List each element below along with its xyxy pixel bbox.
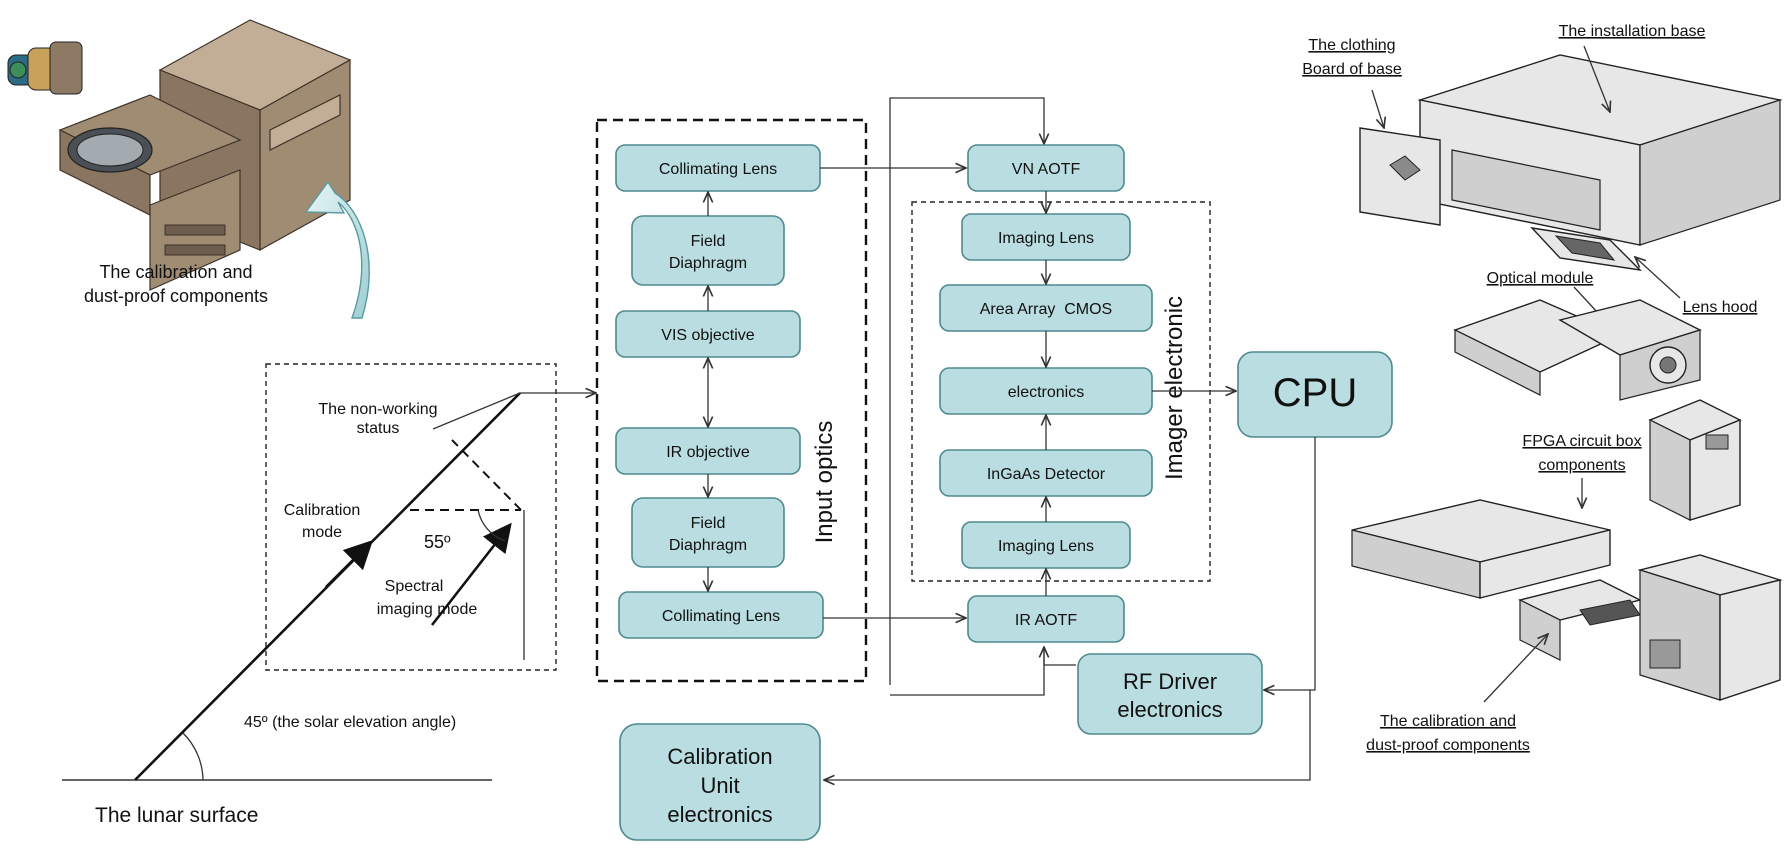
calibration-caption-line2: dust-proof components xyxy=(84,286,268,306)
field-diaphragm-top-line1: Field xyxy=(691,233,726,250)
imager-arrows xyxy=(1046,191,1236,596)
field-diaphragm-top-line2: Diaphragm xyxy=(669,255,747,272)
rf-driver-line1: RF Driver xyxy=(1123,669,1217,694)
fpga-box-render xyxy=(1351,499,1783,701)
calib-dustproof-pointer xyxy=(1483,634,1548,703)
rf-driver-box xyxy=(1077,653,1263,735)
field-diaphragm-bottom-line1: Field xyxy=(691,515,726,532)
input-optics-frame xyxy=(595,118,868,683)
cpu-label: CPU xyxy=(1273,371,1357,415)
electronics-label: electronics xyxy=(1008,384,1084,401)
nonworking-label-line1: The non-working xyxy=(318,401,437,418)
fpga-label-line2: components xyxy=(1538,457,1625,474)
calibration-unit-line3: electronics xyxy=(667,802,772,827)
optical-module-label: Optical module xyxy=(1487,270,1594,287)
clothing-board-line2: Board of base xyxy=(1302,61,1402,78)
input-optics-arrows xyxy=(708,168,966,618)
calibration-mode-line1: Calibration xyxy=(284,502,360,519)
rf-driver-line2: electronics xyxy=(1117,697,1222,722)
ingaas-label: InGaAs Detector xyxy=(987,466,1106,483)
calibration-component-render xyxy=(7,19,352,291)
nonworking-label-line2: status xyxy=(357,420,400,437)
calibration-unit-box xyxy=(619,723,821,841)
calib-dustproof-line1: The calibration and xyxy=(1380,713,1516,730)
calibration-caption-line1: The calibration and xyxy=(99,262,252,282)
angle-45-label: 45º (the solar elevation angle) xyxy=(244,714,456,731)
optical-module-render xyxy=(1453,299,1742,521)
ir-feed-line xyxy=(890,647,1044,696)
installation-base-label: The installation base xyxy=(1559,23,1706,40)
fpga-label-line1: FPGA circuit box xyxy=(1522,433,1641,450)
collimating-lens-bottom-box xyxy=(618,591,824,639)
angle-45-arc xyxy=(182,732,204,781)
nonworking-pointer xyxy=(432,392,521,430)
dashed-diagonal xyxy=(451,439,522,511)
vn-feed-line xyxy=(889,97,1044,685)
field-diaphragm-bottom-box xyxy=(631,497,785,568)
input-optics-label: Input optics xyxy=(811,421,838,544)
imaging-lens-bottom-label: Imaging Lens xyxy=(998,538,1094,555)
calib-dustproof-line2: dust-proof components xyxy=(1366,737,1530,754)
field-diaphragm-top-box xyxy=(631,215,785,286)
installation-pointer xyxy=(1583,45,1610,112)
curved-arrow-icon xyxy=(304,180,370,319)
mode-frame xyxy=(265,363,557,671)
imaging-lens-top-label: Imaging Lens xyxy=(998,230,1094,247)
collimating-lens-top-label: Collimating Lens xyxy=(659,161,777,178)
clothing-pointer xyxy=(1371,89,1384,128)
installation-base-render xyxy=(1417,54,1783,272)
calibration-unit-line2: Unit xyxy=(700,773,739,798)
lunar-surface-label: The lunar surface xyxy=(95,804,258,827)
angle-55-arc xyxy=(477,509,506,542)
vn-aotf-label: VN AOTF xyxy=(1012,161,1081,178)
imager-label: Imager electronic xyxy=(1161,296,1188,480)
spectral-mode-line2: imaging mode xyxy=(377,601,478,618)
clothing-board-render xyxy=(1359,127,1441,226)
collimating-lens-bottom-label: Collimating Lens xyxy=(662,608,780,625)
spectral-arrow xyxy=(430,522,512,626)
ir-aotf-label: IR AOTF xyxy=(1015,612,1077,629)
calibration-mode-line2: mode xyxy=(302,524,342,541)
lens-hood-pointer xyxy=(1635,257,1681,299)
lens-hood-label: Lens hood xyxy=(1683,299,1758,316)
spectral-mode-line1: Spectral xyxy=(385,578,444,595)
angle-55-label: 55º xyxy=(424,532,451,552)
cpu-connection-lines xyxy=(824,437,1316,780)
ir-objective-label: IR objective xyxy=(666,444,750,461)
clothing-board-line1: The clothing xyxy=(1308,37,1395,54)
cmos-label: Area Array CMOS xyxy=(980,301,1112,318)
field-diaphragm-bottom-line2: Diaphragm xyxy=(669,537,747,554)
vis-objective-label: VIS objective xyxy=(661,327,754,344)
calibration-arrow xyxy=(325,539,374,588)
calibration-unit-line1: Calibration xyxy=(667,744,772,769)
